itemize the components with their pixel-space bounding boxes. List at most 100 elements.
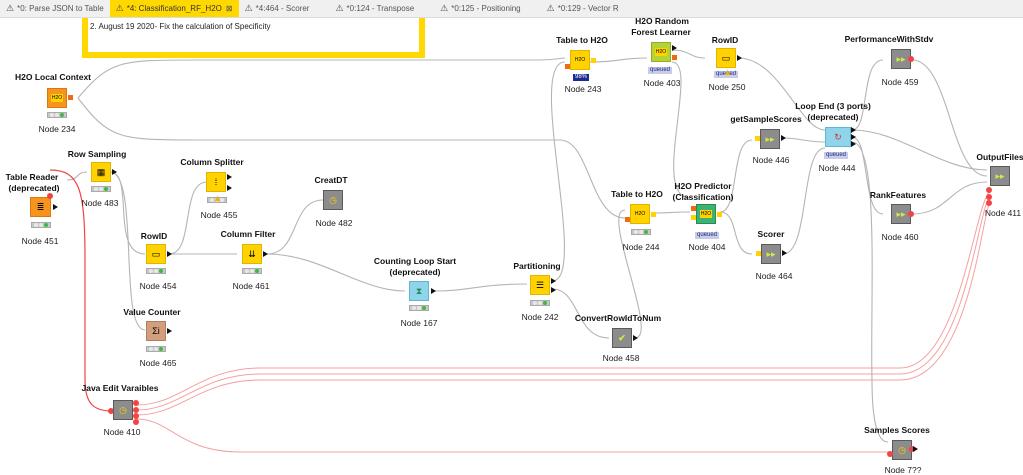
output-port[interactable]: [263, 251, 268, 257]
flow-variable-output-port[interactable]: [133, 407, 139, 413]
progress-badge: 98%: [572, 74, 590, 81]
node-id: Node 243: [564, 84, 602, 94]
output-port[interactable]: [651, 212, 656, 217]
input-port[interactable]: [565, 64, 570, 69]
output-port-2[interactable]: [851, 134, 856, 140]
output-port[interactable]: [167, 328, 172, 334]
node-id: Node 451: [21, 236, 59, 246]
loop-end-icon[interactable]: ↻: [825, 127, 851, 147]
annotation-text: 2. August 19 2020- Fix the calculation o…: [90, 22, 271, 31]
h2o-icon[interactable]: H2O: [47, 88, 67, 108]
flow-variable-input-port[interactable]: [108, 408, 114, 414]
metanode-icon[interactable]: ▸▸: [761, 244, 781, 264]
h2o-icon[interactable]: H2O: [651, 42, 671, 62]
output-port-bottom[interactable]: [551, 287, 556, 293]
model-input-port[interactable]: [691, 206, 696, 211]
metanode-icon[interactable]: ▸▸: [760, 129, 780, 149]
node-title: Table Reader: [5, 172, 59, 182]
output-port[interactable]: [717, 212, 722, 217]
output-port[interactable]: [672, 45, 677, 51]
node-title: PerformanceWithStdv: [844, 34, 934, 44]
flow-variable-input-port[interactable]: [887, 451, 893, 457]
flow-variable-input-port[interactable]: [986, 187, 992, 193]
loop-start-icon[interactable]: ⧗: [409, 281, 429, 301]
rowid-icon[interactable]: ▭: [716, 48, 736, 68]
table-reader-icon[interactable]: ≣: [30, 197, 51, 217]
flow-variable-port[interactable]: [47, 193, 53, 199]
output-port-1[interactable]: [851, 127, 856, 133]
h2o-icon[interactable]: H2O: [570, 50, 590, 70]
tab-vector-r[interactable]: ⚠*0:129 - Vector R: [546, 3, 619, 13]
tab-parse-json[interactable]: ⚠*0: Parse JSON to Table: [6, 3, 104, 13]
flow-variable-port[interactable]: [908, 211, 914, 217]
output-port[interactable]: [112, 169, 117, 175]
tab-transpose[interactable]: ⚠*0:124 - Transpose: [335, 3, 415, 13]
node-subtitle: (deprecated): [807, 112, 859, 122]
flow-variable-output-port[interactable]: [133, 413, 139, 419]
output-port-bottom[interactable]: [227, 185, 232, 191]
node-subtitle: (deprecated): [8, 183, 60, 193]
clock-icon[interactable]: ◷: [323, 190, 343, 210]
partitioning-icon[interactable]: ☰: [530, 275, 550, 295]
tab-classification-rf-h2o[interactable]: ⚠*4: Classification_RF_H2O⊠: [109, 0, 239, 17]
node-id: Node 444: [818, 163, 856, 173]
model-output-port[interactable]: [672, 55, 677, 60]
flow-variable-port[interactable]: [908, 56, 914, 62]
input-port[interactable]: [755, 136, 760, 141]
h2o-icon[interactable]: H2O: [696, 204, 716, 224]
node-title: getSampleScores: [730, 114, 802, 124]
node-subtitle: Forest Learner: [631, 27, 691, 37]
input-port[interactable]: [756, 251, 761, 256]
output-port-top[interactable]: [227, 174, 232, 180]
output-port[interactable]: [68, 95, 73, 100]
status-traffic-light: [91, 186, 111, 192]
column-filter-icon[interactable]: ⇊: [242, 244, 262, 264]
output-port[interactable]: [167, 251, 172, 257]
node-id: Node 459: [881, 77, 919, 87]
node-title: RowID: [140, 231, 168, 241]
close-tab-icon[interactable]: ⊠: [225, 4, 233, 13]
workflow-annotation[interactable]: 2. August 19 2020- Fix the calculation o…: [82, 18, 425, 58]
sigma-icon[interactable]: Σi: [146, 321, 166, 341]
node-subtitle: (Classification): [672, 192, 734, 202]
output-port[interactable]: [633, 335, 638, 341]
output-port[interactable]: [53, 204, 58, 210]
node-title: ConvertRowIdToNum: [574, 313, 662, 323]
output-port[interactable]: [781, 135, 786, 141]
node-title: Column Splitter: [180, 157, 244, 167]
output-port[interactable]: [431, 288, 436, 294]
flow-variable-output-port[interactable]: [909, 446, 915, 452]
clock-icon[interactable]: ◷: [113, 400, 133, 420]
input-port[interactable]: [691, 215, 696, 220]
tab-scorer[interactable]: ⚠*4:464 - Scorer: [244, 3, 310, 13]
node-title: H2O Predictor: [674, 181, 732, 191]
column-splitter-icon[interactable]: ⁞: [206, 172, 226, 192]
h2o-icon[interactable]: H2O: [630, 204, 650, 224]
warning-icon: ▲: [723, 67, 732, 77]
checkmark-icon[interactable]: ✔: [612, 328, 632, 348]
node-title: RankFeatures: [869, 190, 927, 200]
status-traffic-light: [530, 300, 550, 306]
flow-variable-input-port[interactable]: [986, 194, 992, 200]
node-id: Node 454: [139, 281, 177, 291]
metanode-icon[interactable]: ▸▸: [990, 166, 1010, 186]
input-port[interactable]: [625, 217, 630, 222]
output-port-top[interactable]: [551, 278, 556, 284]
warning-icon: ⚠: [244, 3, 253, 13]
rowid-icon[interactable]: ▭: [146, 244, 166, 264]
row-sampling-icon[interactable]: ▦: [91, 162, 111, 182]
output-port[interactable]: [913, 446, 918, 452]
flow-variable-input-port[interactable]: [986, 200, 992, 206]
flow-variable-output-port[interactable]: [133, 400, 139, 406]
node-title: CreatDT: [314, 175, 348, 185]
output-port[interactable]: [782, 250, 787, 256]
tab-positioning[interactable]: ⚠*0:125 - Positioning: [440, 3, 521, 13]
output-port-3[interactable]: [851, 141, 856, 147]
status-traffic-light: [631, 229, 651, 235]
node-title: Scorer: [757, 229, 785, 239]
output-port[interactable]: [591, 58, 596, 63]
flow-variable-output-port[interactable]: [133, 419, 139, 425]
output-port[interactable]: [737, 55, 742, 61]
node-title: Loop End (3 ports): [795, 101, 871, 111]
